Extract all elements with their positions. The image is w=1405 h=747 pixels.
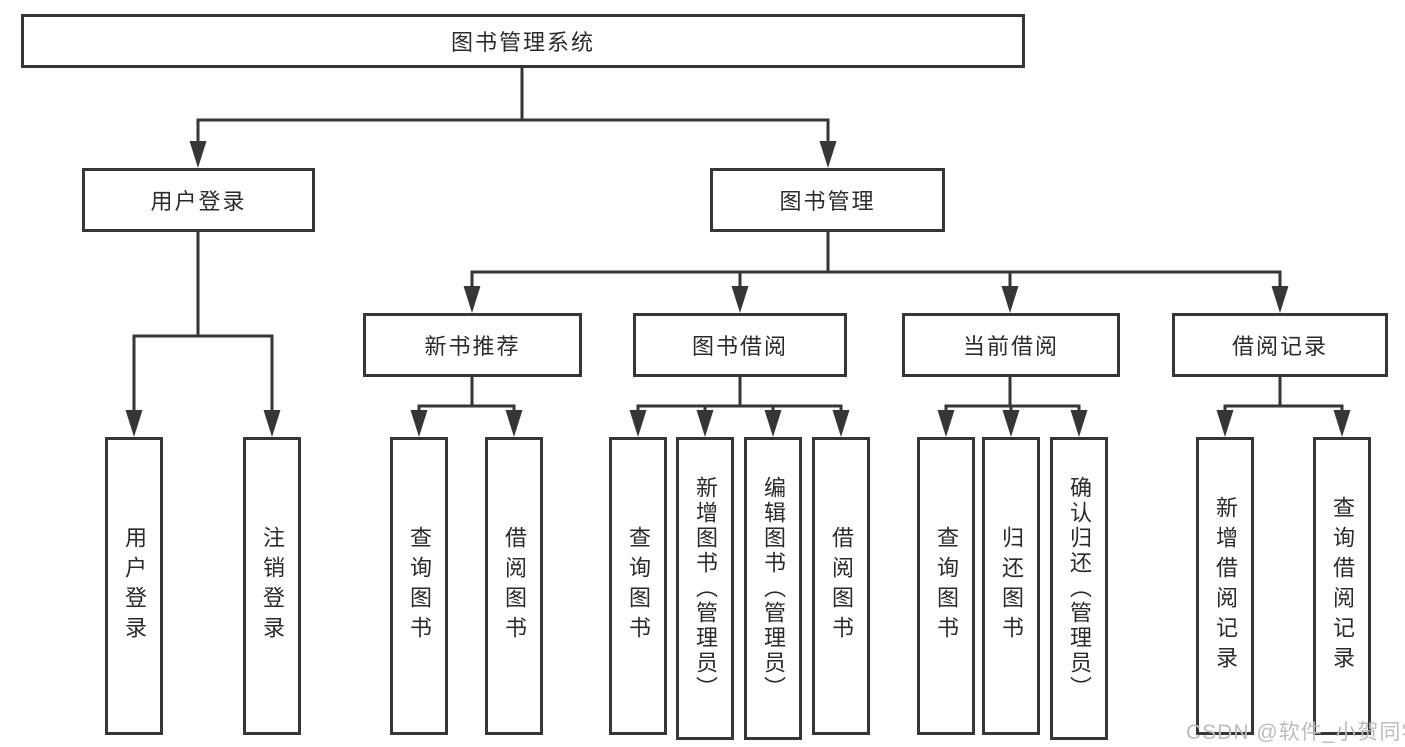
leaf-query-borrow-record: 查询借阅记录 — [1313, 437, 1371, 735]
leaf-borrow-books-borrowing: 借阅图书 — [812, 437, 870, 735]
leaf-add-book-admin-label: 新增图书（管理员） — [693, 476, 718, 701]
node-root-system: 图书管理系统 — [21, 14, 1025, 68]
leaf-query-books-current-label: 查询图书 — [934, 526, 959, 646]
leaf-confirm-return-admin-label: 确认归还（管理员） — [1067, 476, 1092, 701]
leaf-edit-book-admin: 编辑图书（管理员） — [744, 437, 802, 740]
leaf-query-borrow-record-label: 查询借阅记录 — [1330, 496, 1355, 676]
leaf-borrow-books-borrowing-label: 借阅图书 — [829, 526, 854, 646]
node-user-login: 用户登录 — [82, 168, 315, 232]
leaf-borrow-books-recommend-label: 借阅图书 — [502, 526, 527, 646]
leaf-logout-label: 注销登录 — [260, 526, 285, 646]
leaf-add-borrow-record: 新增借阅记录 — [1196, 437, 1254, 735]
leaf-query-books-borrowing: 查询图书 — [609, 437, 667, 735]
leaf-return-book-label: 归还图书 — [999, 526, 1024, 646]
leaf-return-book: 归还图书 — [982, 437, 1040, 735]
leaf-borrow-books-recommend: 借阅图书 — [485, 437, 543, 735]
leaf-query-books-recommend-label: 查询图书 — [407, 526, 432, 646]
leaf-logout: 注销登录 — [243, 437, 301, 735]
node-borrowing-records: 借阅记录 — [1172, 313, 1388, 377]
leaf-add-book-admin: 新增图书（管理员） — [676, 437, 734, 740]
node-book-management: 图书管理 — [710, 168, 945, 232]
node-root-system-label: 图书管理系统 — [450, 30, 595, 55]
watermark: CSDN @软件_小贺同学 — [1186, 721, 1405, 744]
leaf-edit-book-admin-label: 编辑图书（管理员） — [761, 476, 786, 701]
node-new-book-recommend-label: 新书推荐 — [424, 334, 521, 359]
leaf-confirm-return-admin: 确认归还（管理员） — [1050, 437, 1108, 740]
leaf-user-login-label: 用户登录 — [122, 526, 147, 646]
leaf-query-books-recommend: 查询图书 — [390, 437, 448, 735]
node-new-book-recommend: 新书推荐 — [363, 313, 582, 377]
leaf-user-login: 用户登录 — [105, 437, 163, 735]
node-borrowing-records-label: 借阅记录 — [1231, 334, 1328, 359]
node-book-management-label: 图书管理 — [779, 189, 876, 214]
node-book-borrowing: 图书借阅 — [633, 313, 847, 377]
node-book-borrowing-label: 图书借阅 — [691, 334, 788, 359]
node-user-login-label: 用户登录 — [150, 189, 247, 214]
leaf-query-books-current: 查询图书 — [917, 437, 975, 735]
leaf-query-books-borrowing-label: 查询图书 — [626, 526, 651, 646]
leaf-add-borrow-record-label: 新增借阅记录 — [1213, 496, 1238, 676]
node-current-borrowing-label: 当前借阅 — [962, 334, 1059, 359]
node-current-borrowing: 当前借阅 — [902, 313, 1120, 377]
